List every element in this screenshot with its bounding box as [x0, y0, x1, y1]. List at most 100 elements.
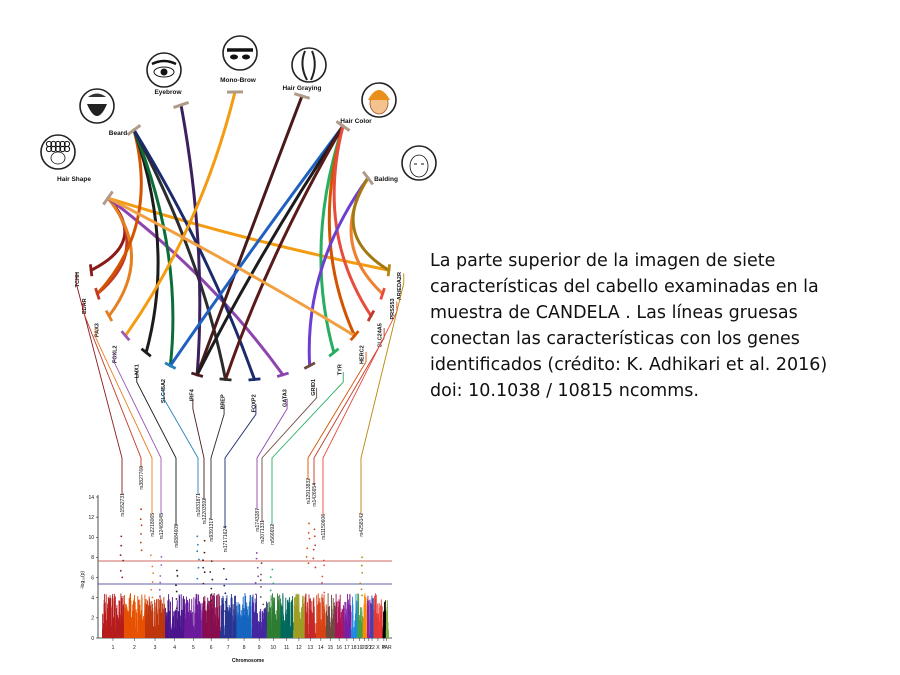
gwas-point: [213, 593, 215, 638]
gwas-point: [205, 611, 207, 638]
gwas-point: [328, 608, 330, 638]
gwas-point: [312, 599, 314, 638]
gwas-point: [147, 633, 149, 638]
gwas-point: [261, 634, 263, 638]
gene-snp-connector: [136, 372, 177, 526]
gwas-point: [102, 635, 104, 638]
gwas-point: [218, 595, 220, 638]
chromosome-label: 9: [258, 645, 261, 651]
gwas-point: [322, 598, 324, 638]
gwas-point: [185, 603, 187, 638]
gwas-point: [363, 603, 365, 638]
gwas-point: [324, 635, 326, 638]
gwas-point: [138, 619, 140, 638]
gwas-point: [307, 633, 309, 638]
gwas-point: [152, 636, 154, 638]
gene-lnx1: LNX1: [135, 347, 152, 378]
gene-snp-connector: [307, 351, 367, 480]
gwas-point: [299, 611, 301, 638]
gwas-peak-point: [255, 552, 258, 554]
gwas-point: [246, 617, 248, 638]
gwas-point: [196, 633, 198, 638]
trait-bar: [335, 120, 351, 132]
gwas-point: [210, 619, 212, 638]
gwas-point: [136, 621, 138, 638]
gwas-peak-point: [196, 577, 199, 580]
chromosome-label: 20: [362, 645, 368, 651]
gwas-peak-point: [197, 566, 200, 569]
trait-bar: [361, 170, 375, 186]
gwas-point: [380, 636, 382, 638]
gwas-point: [204, 621, 206, 638]
gwas-point: [282, 621, 283, 638]
gwas-point: [305, 594, 307, 638]
gene-snp-connector: [271, 372, 344, 526]
gwas-point: [267, 603, 268, 638]
gwas-point: [340, 617, 342, 638]
chromosome-label: 5: [192, 645, 195, 651]
gwas-peak-point: [305, 556, 308, 558]
gwas-peak-point: [119, 554, 122, 556]
gwas-point: [211, 627, 213, 638]
gwas-point: [160, 615, 162, 638]
gwas-point: [127, 613, 129, 638]
gwas-point: [121, 619, 123, 638]
gwas-point: [302, 632, 303, 638]
gwas-point: [214, 620, 216, 638]
gene-bar: [164, 361, 177, 370]
chromosome-label: Y: [382, 645, 386, 651]
trait-gene-arc: [332, 124, 373, 318]
gwas-point: [104, 628, 106, 638]
gwas-point: [295, 606, 297, 638]
gwas-point: [342, 609, 344, 638]
gwas-point: [140, 615, 142, 638]
gwas-point: [288, 620, 290, 638]
gwas-peak-point: [269, 576, 272, 579]
gwas-point: [299, 614, 300, 638]
gwas-peak-point: [224, 601, 227, 603]
trait-gene-arc: [195, 94, 304, 377]
gwas-peak-point: [196, 550, 199, 553]
gwas-peak-point: [151, 565, 154, 568]
gwas-point: [327, 635, 329, 638]
gwas-peak-point: [139, 541, 142, 544]
gwas-point: [284, 625, 286, 638]
gwas-point: [198, 615, 199, 638]
gwas-point: [335, 600, 337, 638]
chromosome-label: 7: [227, 645, 230, 651]
trait-label: Hair Shape: [57, 176, 91, 183]
gwas-point: [250, 594, 251, 638]
gwas-peak-point: [269, 589, 272, 592]
gwas-point: [262, 634, 264, 638]
gene-label: LNX1: [135, 364, 141, 378]
gwas-point: [168, 623, 170, 638]
gwas-point: [306, 602, 308, 638]
gwas-point: [272, 637, 274, 638]
gwas-point: [358, 632, 360, 638]
gwas-point: [270, 629, 272, 638]
gwas-point: [223, 633, 225, 638]
gene-snp-connector: [210, 404, 225, 520]
gwas-point: [237, 612, 239, 638]
gwas-point: [225, 625, 227, 638]
gwas-point: [293, 630, 294, 638]
gwas-peak-point: [222, 567, 225, 570]
gwas-point: [146, 636, 147, 638]
gwas-point: [188, 617, 190, 638]
gwas-point: [351, 629, 353, 638]
gwas-point: [128, 598, 130, 638]
gwas-point: [365, 596, 367, 638]
gene-snp-connector: [256, 398, 288, 510]
gwas-point: [131, 620, 133, 638]
gwas-point: [320, 619, 322, 638]
gwas-point: [173, 615, 174, 638]
trait-gene-arc: [132, 128, 228, 381]
gwas-point: [170, 629, 172, 638]
gwas-point: [364, 593, 366, 638]
gwas-point: [128, 633, 130, 638]
gwas-point: [314, 632, 316, 638]
gwas-peak-point: [272, 582, 275, 585]
gwas-point: [106, 620, 107, 638]
gwas-point: [152, 621, 153, 638]
